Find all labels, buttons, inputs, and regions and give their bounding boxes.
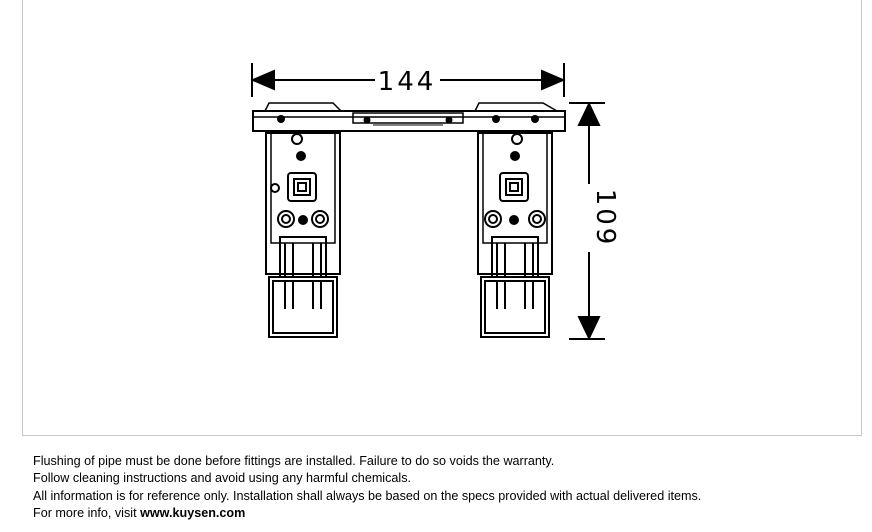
left-valve-body: [265, 132, 341, 338]
arrow-right-icon: [541, 69, 566, 91]
dimension-width-label: 144: [378, 67, 437, 97]
technical-drawing: 144 109: [250, 63, 620, 341]
arrow-down-icon: [577, 316, 601, 341]
website-link[interactable]: www.kuysen.com: [140, 506, 246, 521]
drawing-frame: 144 109: [22, 0, 862, 436]
dimension-height-label: 109: [590, 189, 620, 248]
arrow-up-icon: [577, 101, 601, 126]
note-flushing: Flushing of pipe must be done before fit…: [33, 454, 555, 468]
mounting-bar: [252, 110, 566, 132]
notes-block: Flushing of pipe must be done before fit…: [33, 453, 863, 523]
note-reference: All information is for reference only. I…: [33, 488, 702, 503]
note-cleaning: Follow cleaning instructions and avoid u…: [33, 471, 412, 486]
arrow-left-icon: [250, 69, 275, 91]
note-more-info-prefix: For more info, visit: [33, 506, 141, 521]
note-more-info: For more info, visit www.kuysen.com: [33, 505, 863, 522]
right-valve-body: [477, 132, 553, 338]
